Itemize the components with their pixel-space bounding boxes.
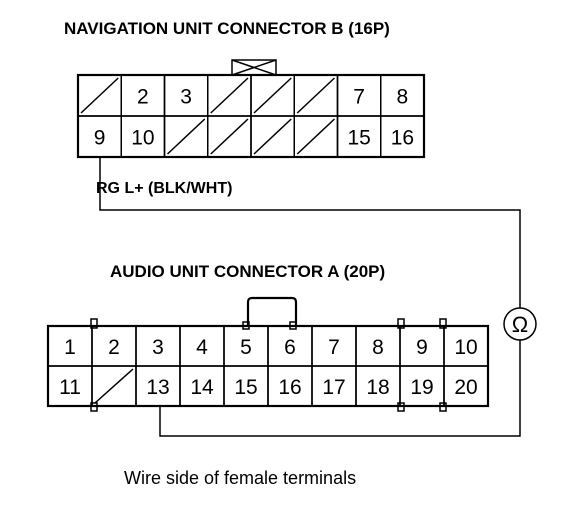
pin-number: 2 (108, 336, 120, 359)
connector-b-pin-16: 16 (380, 115, 425, 158)
caption: Wire side of female terminals (124, 468, 356, 488)
connector-a-pin-19: 19 (399, 365, 445, 407)
pin-number: 10 (454, 336, 477, 359)
connector-b-pin-2: 2 (120, 74, 166, 117)
connector-b-latch (231, 59, 277, 76)
wire-label: RG L+ (BLK/WHT) (96, 180, 232, 197)
pin-number: 18 (366, 376, 389, 399)
connector-a-key-tab (246, 296, 298, 326)
blank-cavity-slash (94, 368, 134, 404)
connector-a-pin-9: 9 (399, 325, 445, 367)
connector-a-empty-cavity (91, 365, 137, 407)
connector-a-pin-16: 16 (267, 365, 313, 407)
blank-cavity-slash (253, 77, 292, 114)
connector-a-title: AUDIO UNIT CONNECTOR A (20P) (110, 262, 385, 281)
connector-a-pin-1: 1 (47, 325, 93, 367)
blank-cavity-slash (210, 118, 249, 155)
connector-b-empty-cavity (163, 115, 209, 158)
blank-cavity-slash (296, 118, 336, 155)
ohm-symbol: Ω (512, 312, 528, 337)
pin-number: 17 (322, 376, 345, 399)
pin-number: 16 (391, 127, 414, 150)
pin-number: 15 (347, 127, 370, 150)
pin-number: 11 (59, 376, 81, 399)
connector-b-title: NAVIGATION UNIT CONNECTOR B (16P) (64, 19, 390, 38)
connector-a-pin-5: 5 (223, 325, 269, 367)
connector-a-pin-3: 3 (135, 325, 181, 367)
connector-a-pin-6: 6 (267, 325, 313, 367)
connector-a-pin-14: 14 (179, 365, 225, 407)
pin-number: 9 (416, 336, 428, 359)
connector-b-empty-cavity (293, 74, 339, 117)
pin-number: 3 (180, 86, 192, 109)
connector-a-pin-15: 15 (223, 365, 269, 407)
connector-b-empty-cavity (77, 74, 122, 117)
pin-number: 8 (397, 86, 409, 109)
blank-cavity-slash (210, 77, 249, 114)
pin-number: 1 (64, 336, 76, 359)
test-wire (99, 157, 521, 437)
pin-number: 4 (196, 336, 208, 359)
blank-cavity-slash (80, 77, 119, 114)
pin-number: 20 (454, 376, 477, 399)
pin-number: 19 (410, 376, 433, 399)
pin-number: 13 (146, 376, 169, 399)
connector-b-pin-8: 8 (380, 74, 425, 117)
connector-b-empty-cavity (207, 74, 252, 117)
pin-number: 6 (284, 336, 296, 359)
pin-number: 9 (94, 127, 106, 150)
connector-b-pin-7: 7 (336, 74, 382, 117)
blank-cavity-slash (296, 77, 336, 114)
connector-b-pin-15: 15 (336, 115, 382, 158)
connector-a-pin-8: 8 (355, 325, 401, 367)
connector-b-pin-9: 9 (77, 115, 122, 158)
pin-number: 8 (372, 336, 384, 359)
connector-a-pin-20: 20 (443, 365, 489, 407)
connector-a-pin-7: 7 (311, 325, 357, 367)
blank-cavity-slash (166, 118, 206, 155)
connector-a-pin-10: 10 (443, 325, 489, 367)
pin-number: 5 (240, 336, 252, 359)
connector-a-pin-11: 11 (47, 365, 93, 407)
pin-number: 2 (137, 86, 149, 109)
pin-number: 10 (131, 127, 154, 150)
pin-number: 7 (328, 336, 340, 359)
connector-b-empty-cavity (293, 115, 339, 158)
connector-b-pin-10: 10 (120, 115, 166, 158)
connector-a-pin-2: 2 (91, 325, 137, 367)
connector-a-pin-17: 17 (311, 365, 357, 407)
connector-a-pin-13: 13 (135, 365, 181, 407)
pin-number: 7 (353, 86, 365, 109)
pin-number: 3 (152, 336, 164, 359)
connector-b-empty-cavity (250, 115, 295, 158)
pin-number: 15 (234, 376, 257, 399)
connector-b-pin-3: 3 (163, 74, 209, 117)
ohmmeter-icon: Ω (503, 307, 537, 341)
connector-b-empty-cavity (207, 115, 252, 158)
connector-a-pin-18: 18 (355, 365, 401, 407)
blank-cavity-slash (253, 118, 292, 155)
connector-a-pin-4: 4 (179, 325, 225, 367)
pin-number: 14 (190, 376, 214, 399)
connector-b-empty-cavity (250, 74, 295, 117)
pin-number: 16 (278, 376, 301, 399)
